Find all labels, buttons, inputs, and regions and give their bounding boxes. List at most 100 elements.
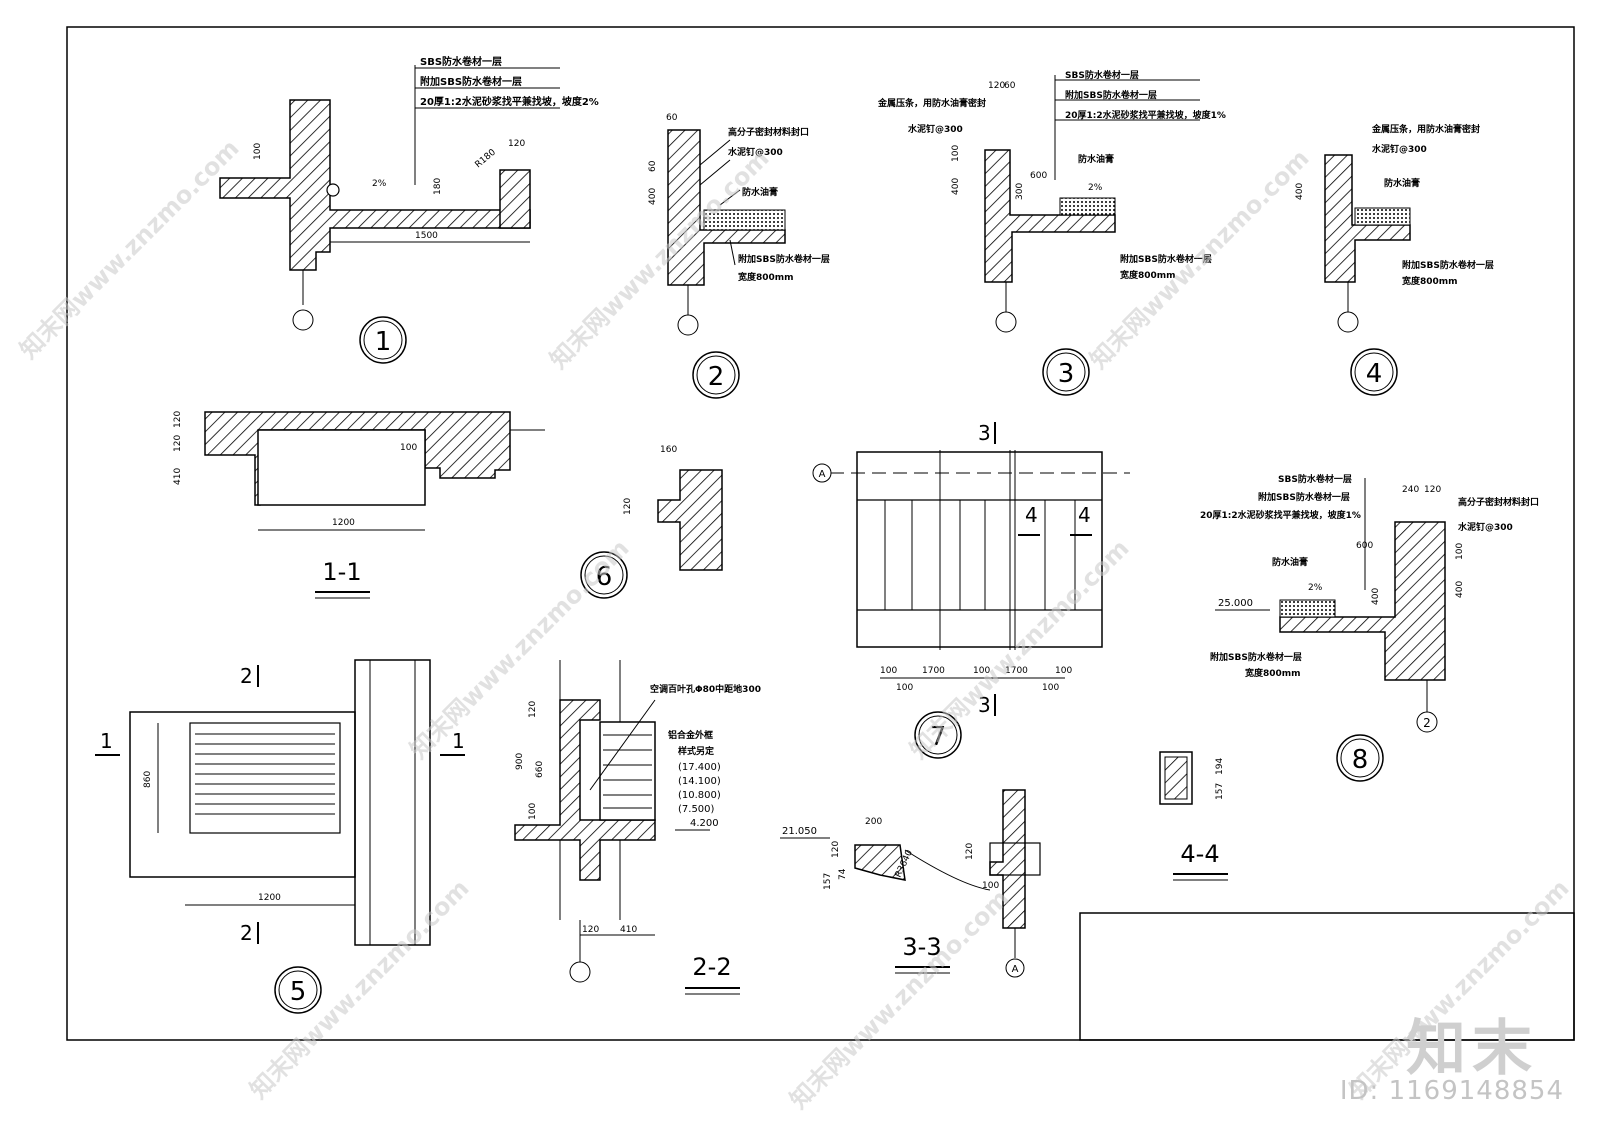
- detail-8-axis-bubble: [1416, 711, 1438, 733]
- section-2-2-level-3: (7.500): [678, 804, 715, 815]
- detail-7: A 3 3 4 4 100 1700 100 1700 100 100 100 …: [812, 421, 1130, 759]
- section-4-4: 194 157 4-4: [1159, 751, 1228, 881]
- detail-2-axis-bubble: [677, 314, 699, 336]
- detail-1-dim-1500: 1500: [415, 231, 438, 241]
- detail-8-note-2: 20厚1:2水泥砂浆找平兼找坡，坡度1%: [1200, 509, 1361, 521]
- detail-8-label: 8: [1352, 745, 1369, 775]
- detail-4-insulation: [1354, 207, 1411, 226]
- section-3-3-dim-1: 120: [831, 841, 841, 858]
- section-2-2-level-2: (10.800): [678, 790, 721, 801]
- detail-7-cut3-top: 3: [978, 421, 991, 445]
- detail-8-note-6: 附加SBS防水卷材一层: [1210, 651, 1302, 663]
- section-2-2-dim-5: 410: [620, 925, 637, 935]
- detail-7-cut3-bottom: 3: [978, 693, 991, 717]
- section-2-2: 空调百叶孔Φ80中距地300 铝合金外框 样式另定 (17.400) (14.1…: [514, 660, 761, 995]
- detail-1-label-ring-inner: [363, 320, 403, 360]
- detail-4-note-0: 金属压条，用防水油膏密封: [1371, 123, 1480, 135]
- detail-2-dim-2: 400: [648, 188, 658, 205]
- detail-1-gutter-lip: [499, 169, 531, 229]
- section-2-2-dim-0: 120: [528, 701, 538, 718]
- detail-8-note-5: 防水油膏: [1272, 556, 1308, 568]
- section-4-4-label: 4-4: [1180, 840, 1219, 868]
- detail-4: 金属压条，用防水油膏密封 水泥钉@300 防水油膏 附加SBS防水卷材一层 宽度…: [1295, 123, 1494, 396]
- detail-1-dim-180: 180: [433, 178, 443, 195]
- detail-8-note-4: 水泥钉@300: [1458, 521, 1513, 533]
- watermark-4: 知末网www.znzmo.com: [904, 534, 1134, 764]
- detail-6-wall: [657, 469, 723, 571]
- detail-2-label-ring-inner: [696, 355, 736, 395]
- detail-5-cut2-top: 2: [240, 664, 253, 688]
- detail-5-column: [354, 659, 431, 946]
- detail-3-dim-1: 60: [1004, 81, 1016, 91]
- detail-2-wall: [667, 129, 786, 286]
- detail-8-dim-6: 2%: [1308, 583, 1323, 593]
- section-1-1-label: 1-1: [322, 558, 361, 586]
- detail-2-dim-1: 60: [648, 160, 658, 172]
- detail-6-label-ring-inner: [584, 555, 624, 595]
- detail-7-dim-6: 100: [1042, 683, 1059, 693]
- watermark-brand: 知末: [1406, 1014, 1538, 1084]
- detail-7-dim-2: 100: [973, 666, 990, 676]
- detail-2-note-0: 高分子密封材料封口: [728, 126, 809, 138]
- detail-8-note-0: SBS防水卷材一层: [1278, 473, 1352, 485]
- detail-5-label-ring-inner: [278, 970, 318, 1010]
- detail-1-note-0: SBS防水卷材一层: [420, 55, 502, 68]
- detail-2-leader-3: [729, 239, 736, 266]
- sheet-frame: [66, 26, 1575, 1041]
- detail-8-dim-3: 100: [1455, 543, 1465, 560]
- detail-5: 1 1 2 2 860 1200 5: [95, 659, 465, 1014]
- detail-2-leader-2: [719, 189, 741, 206]
- detail-2-label: 2: [708, 362, 725, 392]
- detail-3-note-7: 宽度800mm: [1119, 269, 1176, 281]
- section-2-2-dim-2: 660: [535, 761, 545, 778]
- detail-3-dim-6: 2%: [1088, 183, 1103, 193]
- detail-3-note-4: 水泥钉@300: [908, 123, 963, 135]
- detail-8-note-7: 宽度800mm: [1244, 667, 1301, 679]
- detail-1-slope: 2%: [372, 179, 387, 189]
- detail-4-label-ring: [1350, 348, 1398, 396]
- detail-7-dim-3: 1700: [1005, 666, 1028, 676]
- detail-3-note-0: SBS防水卷材一层: [1065, 69, 1139, 81]
- detail-5-cut1-left: 1: [100, 729, 113, 753]
- detail-8-wall: [1279, 521, 1446, 681]
- detail-4-note-2: 防水油膏: [1384, 177, 1420, 189]
- detail-3-axis-bubble: [995, 311, 1017, 333]
- detail-7-label: 7: [930, 722, 947, 752]
- detail-2-note-4: 宽度800mm: [737, 271, 794, 283]
- watermark-6: 知末网www.znzmo.com: [784, 884, 1014, 1114]
- detail-1-axis-bubble: [292, 309, 314, 331]
- detail-8-dim-0: 240: [1402, 485, 1419, 495]
- detail-8-elevation: 25.000: [1218, 598, 1253, 609]
- detail-7-label-ring: [914, 711, 962, 759]
- detail-8-axis-label: 2: [1423, 716, 1431, 730]
- section-2-2-label: 2-2: [692, 953, 731, 981]
- detail-1: SBS防水卷材一层 附加SBS防水卷材一层 20厚1:2水泥砂浆找平兼找坡，坡度…: [219, 55, 599, 364]
- section-3-3-return: [989, 842, 1041, 876]
- section-2-2-dim-1: 900: [515, 753, 525, 770]
- section-1-1-dim-4: 1200: [332, 518, 355, 528]
- detail-7-label-ring-inner: [918, 715, 958, 755]
- section-3-3-dim-0: 200: [865, 817, 882, 827]
- section-2-2-level-1: (14.100): [678, 776, 721, 787]
- detail-2-insulation: [703, 209, 786, 231]
- section-2-2-note-1: 铝合金外框: [668, 729, 713, 741]
- detail-8-dim-2: 600: [1356, 541, 1373, 551]
- detail-1-label: 1: [375, 327, 392, 357]
- section-2-2-louvers: [603, 734, 652, 809]
- detail-8-note-3: 高分子密封材料封口: [1458, 496, 1539, 508]
- detail-5-label: 5: [290, 977, 307, 1007]
- detail-3-note-2: 20厚1:2水泥砂浆找平兼找坡，坡度1%: [1065, 109, 1226, 121]
- section-1-1-opening: [257, 429, 426, 506]
- section-1-1-dim-3: 100: [400, 443, 417, 453]
- section-2-2-level-0: (17.400): [678, 762, 721, 773]
- detail-3: SBS防水卷材一层 附加SBS防水卷材一层 20厚1:2水泥砂浆找平兼找坡，坡度…: [877, 69, 1226, 396]
- section-2-2-level-4: 4.200: [690, 818, 719, 829]
- detail-3-insulation: [1059, 197, 1116, 216]
- detail-2-note-3: 附加SBS防水卷材一层: [738, 253, 830, 265]
- detail-5-label-ring: [274, 966, 322, 1014]
- section-3-3-canopy: [854, 844, 906, 881]
- detail-7-dim-1: 1700: [922, 666, 945, 676]
- detail-3-label-ring-inner: [1046, 352, 1086, 392]
- detail-5-dim-0: 860: [143, 771, 153, 788]
- detail-5-cut2-bottom: 2: [240, 921, 253, 945]
